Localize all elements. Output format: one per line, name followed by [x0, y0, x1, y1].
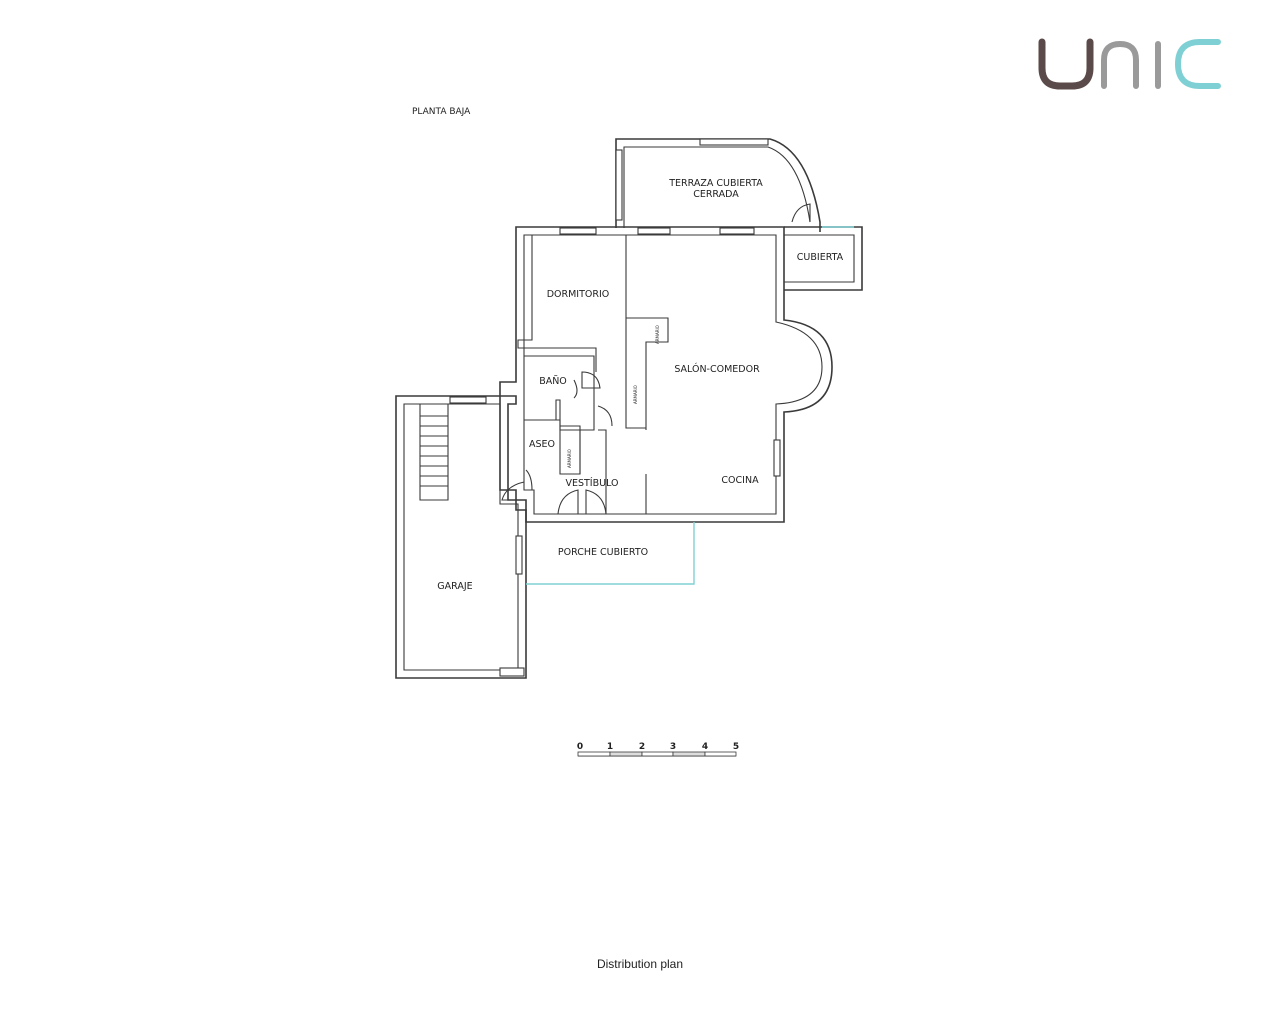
- room-label-bano: BAÑO: [539, 376, 567, 387]
- room-label-cocina: COCINA: [721, 475, 759, 486]
- room-label-armario-3: ARMARIO: [567, 449, 572, 468]
- room-label-armario-1: ARMARIO: [655, 325, 660, 344]
- scale-tick-5: 5: [733, 742, 739, 752]
- scale-tick-1: 1: [607, 742, 613, 752]
- room-label-salon: SALÓN-COMEDOR: [674, 363, 760, 375]
- unic-logo: [1038, 38, 1221, 90]
- room-label-terraza-2: CERRADA: [693, 189, 739, 200]
- scale-tick-3: 3: [670, 742, 676, 752]
- windows: [449, 138, 781, 677]
- floor-label: PLANTA BAJA: [412, 107, 471, 117]
- room-label-armario-2: ARMARIO: [633, 385, 638, 404]
- room-label-cubierta: CUBIERTA: [797, 252, 844, 263]
- scale-tick-4: 4: [702, 742, 708, 752]
- room-label-dormitorio: DORMITORIO: [547, 289, 610, 300]
- door-swings: [501, 203, 811, 515]
- stair-treads: [420, 415, 448, 487]
- room-label-aseo: ASEO: [529, 439, 555, 450]
- scale-tick-2: 2: [639, 742, 645, 752]
- room-label-garaje: GARAJE: [437, 581, 472, 592]
- room-label-terraza-1: TERRAZA CUBIERTA: [668, 178, 763, 189]
- scale-bar: 0 1 2 3 4 5: [577, 742, 739, 757]
- walls: [395, 138, 863, 679]
- room-label-vestibulo: VESTÍBULO: [565, 477, 618, 489]
- plan-caption: Distribution plan: [596, 957, 684, 971]
- room-label-porche: PORCHE CUBIERTO: [558, 547, 648, 558]
- scale-tick-0: 0: [577, 742, 583, 752]
